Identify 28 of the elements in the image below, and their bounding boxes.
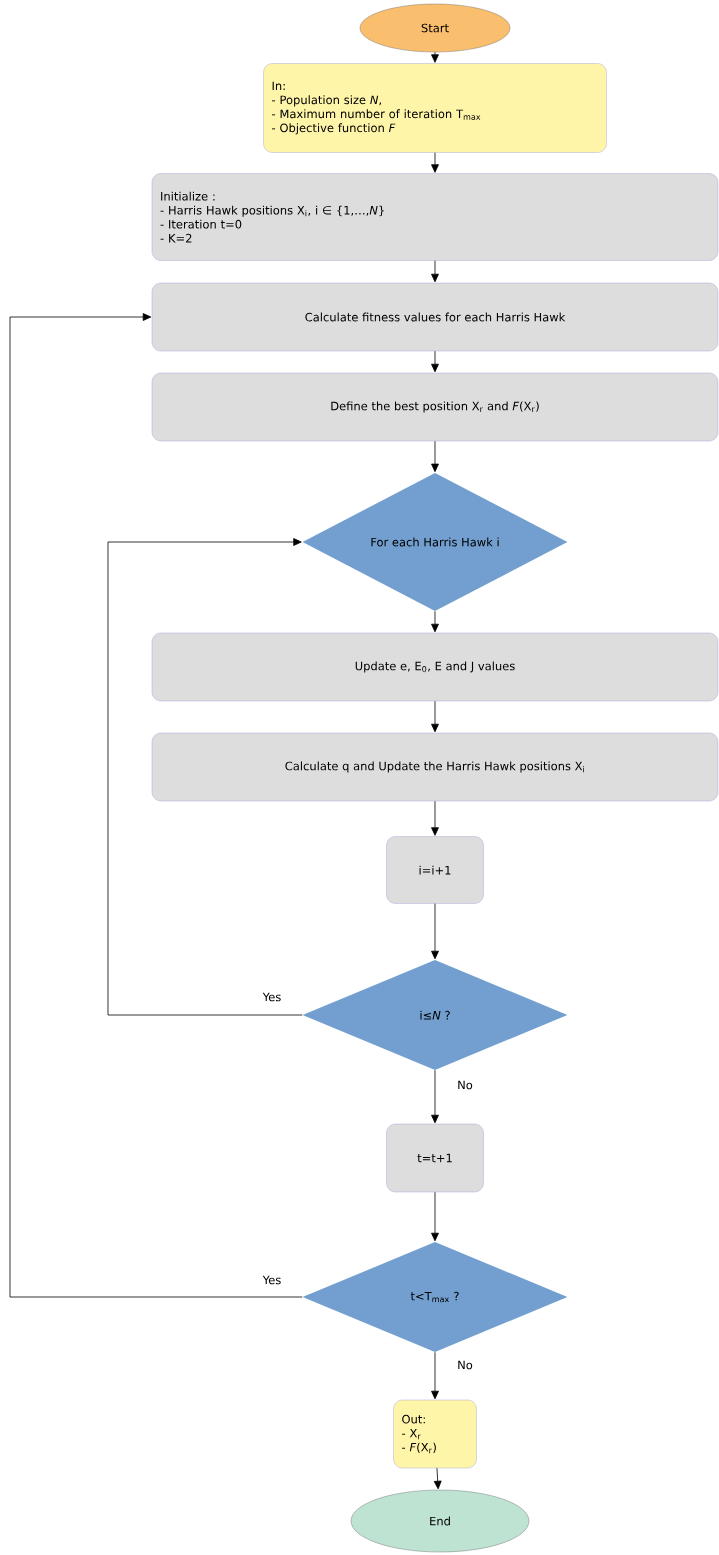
process-box: Initialize : - Harris Hawk positions X$_{i}$, i ∈ {1,…,N} - Iteration t=0 - K=2 xyxy=(151,173,719,261)
data-box: Out: - X$_{r}$ - F(X$_{r}$) xyxy=(393,1399,477,1469)
process-box: Calculate q and Update the Harris Hawk positions X$_{i}$ xyxy=(151,732,719,802)
edge-label: No xyxy=(456,1079,474,1091)
arrow xyxy=(431,260,439,283)
process-box: Calculate fitness values for each Harris Hawk xyxy=(151,282,719,352)
arrow xyxy=(431,903,439,960)
arrow xyxy=(107,538,303,1016)
arrow xyxy=(431,1351,439,1400)
edge-label: No xyxy=(456,1359,474,1371)
arrow xyxy=(431,1191,439,1242)
edge-label: Yes xyxy=(261,991,283,1003)
arrow xyxy=(431,440,439,473)
arrow xyxy=(431,800,439,836)
data-box: In: - Population size N, - Maximum number of iteration T$_{max}$ - Objective function F xyxy=(263,63,607,153)
edge-label: Yes xyxy=(261,1274,283,1286)
arrow xyxy=(431,51,439,63)
process-box: t=t+1 xyxy=(386,1123,484,1193)
arrow xyxy=(431,700,439,733)
process-box: Define the best position X$_{r}$ and F(X$_{r}$) xyxy=(151,372,719,442)
arrow xyxy=(431,152,439,173)
process-box: i=i+1 xyxy=(386,836,484,904)
arrow xyxy=(9,313,303,1298)
process-box: Update e, E$_{0}$, E and J values xyxy=(151,632,719,702)
arrow xyxy=(433,1467,442,1490)
arrow xyxy=(431,1069,439,1124)
arrow xyxy=(431,610,439,633)
arrow xyxy=(431,350,439,373)
